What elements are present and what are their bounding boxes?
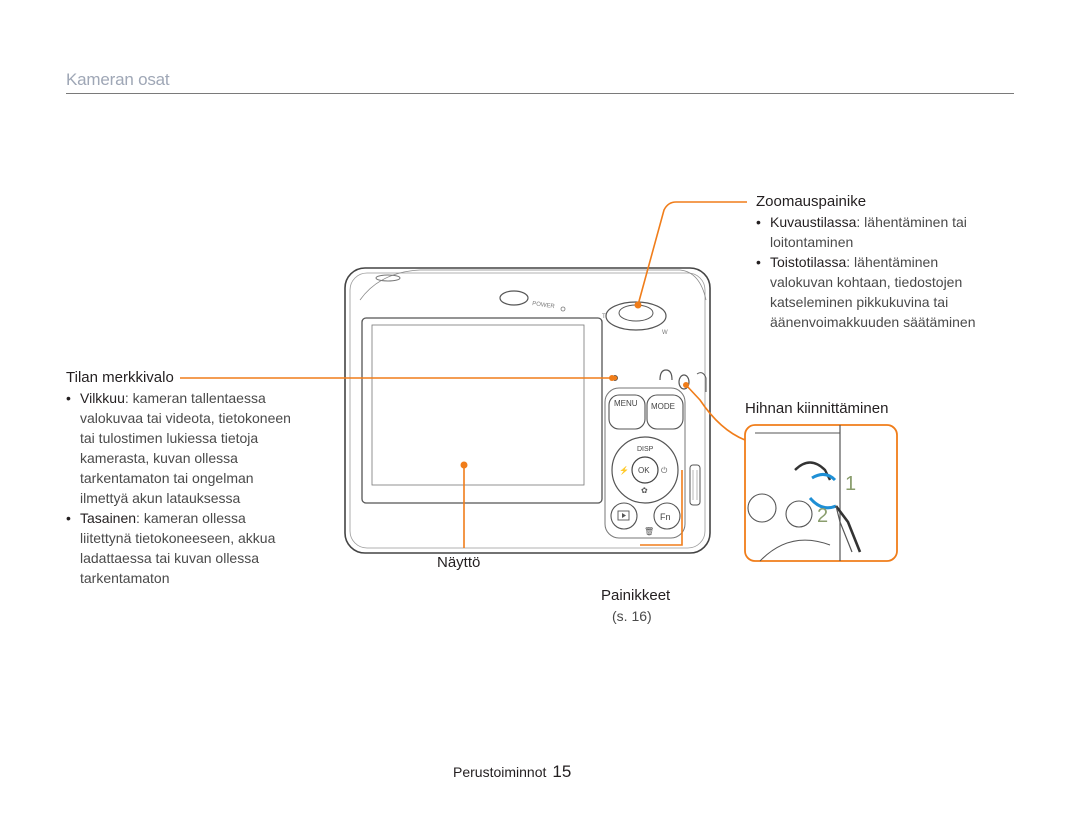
strap-label: Hihnan kiinnittäminen (745, 400, 889, 417)
status-item-blinking: Vilkkuu: kameran tallentaessa (66, 388, 326, 408)
buttons-label: Painikkeet (601, 587, 671, 604)
mode-button (646, 394, 684, 430)
svg-text:W: W (662, 330, 668, 336)
title-divider (66, 93, 1014, 94)
status-item-steady: Tasainen: kameran ollessa (66, 508, 326, 528)
svg-text:🗑: 🗑 (644, 527, 654, 536)
strap-inset: 1 2 (744, 424, 898, 562)
status-lamp-heading: Tilan merkkivalo (66, 369, 174, 386)
buttons-callout (640, 470, 683, 546)
footer-section: Perustoiminnot (453, 764, 547, 780)
power-text: POWER (532, 301, 556, 310)
page-footer: Perustoiminnot 15 (453, 762, 571, 782)
status-lamp-text: Tilan merkkivalo Vilkkuu: kameran tallen… (66, 368, 326, 588)
zoom-heading: Zoomauspainike (756, 193, 867, 210)
ok-label: OK (638, 466, 650, 475)
svg-text:✿: ✿ (641, 486, 648, 495)
screen-label: Näyttö (437, 554, 481, 571)
strap-step-2: 2 (817, 505, 828, 527)
strap-step-1: 1 (845, 473, 856, 495)
lcd-screen (361, 317, 603, 504)
disp-label: DISP (637, 446, 654, 453)
zoom-item-playback: Toistotilassa: lähentäminen (756, 252, 1006, 272)
ok-button (631, 456, 659, 484)
menu-button (608, 394, 646, 430)
zoom-callout (637, 201, 747, 306)
fn-label: Fn (660, 512, 671, 522)
buttons-page-ref: (s. 16) (612, 608, 652, 624)
strap-callout (685, 384, 746, 441)
speaker-grille (375, 274, 401, 282)
zoom-callout-text: Zoomauspainike Kuvaustilassa: lähentämin… (756, 192, 1006, 332)
svg-text:⏻: ⏻ (661, 466, 668, 475)
fn-button (653, 502, 681, 530)
section-title: Kameran osat (66, 70, 170, 89)
page-number: 15 (552, 762, 572, 781)
zoom-item-shooting: Kuvaustilassa: lähentäminen tai (756, 212, 1006, 232)
callout-lines (180, 201, 747, 548)
power-button (499, 290, 529, 306)
svg-text:⚡: ⚡ (619, 465, 629, 475)
menu-label: MENU (614, 399, 638, 408)
mode-label: MODE (651, 402, 675, 411)
svg-text:T: T (602, 314, 606, 320)
